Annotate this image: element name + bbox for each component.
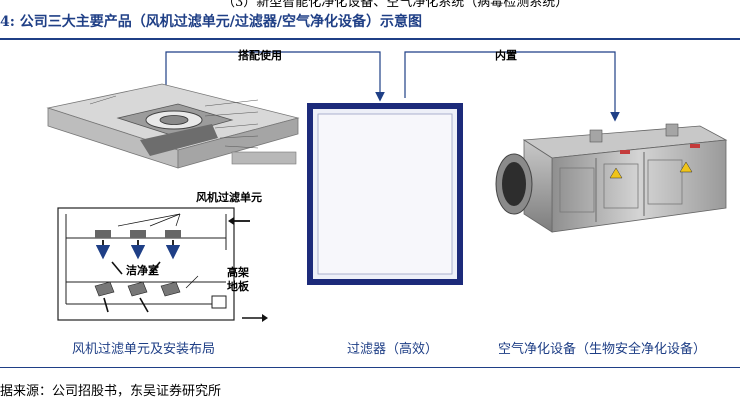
caption-purifier: 空气净化设备（生物安全净化设备） [498, 342, 707, 357]
figure-title: 4: 公司三大主要产品（风机过滤单元/过滤器/空气净化设备）示意图 [0, 14, 423, 30]
cleanroom-label: 洁净室 [126, 264, 159, 277]
connector-right [404, 51, 620, 122]
ffu-cutaway-illustration [46, 83, 300, 169]
ffu-label: 风机过滤单元 [196, 191, 262, 204]
raised-floor-label-2: 地板 [227, 280, 249, 293]
cut-off-header: （3）新型智能化净化设备、空气净化系统（病毒检测系统） [0, 0, 740, 8]
cut-off-header-text: （3）新型智能化净化设备、空气净化系统（病毒检测系统） [222, 0, 569, 8]
ffu-layout-drawing [57, 207, 268, 322]
caption-filter: 过滤器（高效） [347, 342, 439, 357]
connector-left [165, 51, 385, 102]
caption-ffu: 风机过滤单元及安装布局 [72, 342, 216, 357]
raised-floor-label-1: 高架 [227, 266, 249, 279]
connector-label-built-in: 内置 [495, 49, 517, 62]
hepa-filter-illustration [307, 103, 463, 285]
air-purifier-illustration [495, 123, 728, 233]
bottom-divider [0, 367, 740, 368]
title-divider [0, 38, 740, 40]
source-note: 据来源：公司招股书，东吴证券研究所 [0, 384, 222, 399]
connector-label-paired: 搭配使用 [238, 49, 282, 62]
